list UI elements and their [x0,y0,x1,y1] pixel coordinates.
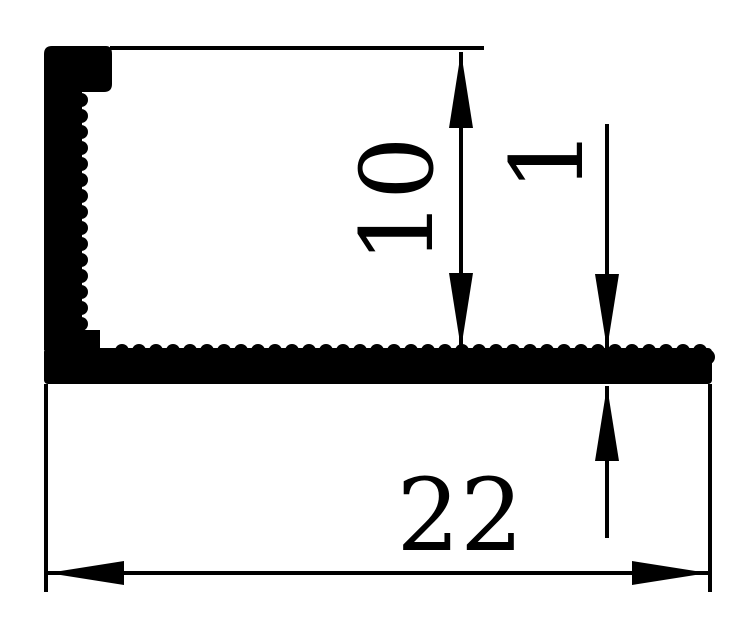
serration-bump [234,344,248,358]
serration-bump [74,285,88,299]
serration-bump [74,157,88,171]
serration-bump [74,221,88,235]
inner-corner [80,330,100,352]
serration-bump [676,344,690,358]
height-arrow-top [449,52,473,128]
serration-bump [421,344,435,358]
serration-bump [217,344,231,358]
serration-bump [74,109,88,123]
serration-bump [319,344,333,358]
height-arrow-bottom [449,273,473,349]
serration-bump [74,317,88,331]
width-label: 22 [396,457,523,574]
serration-bump [523,344,537,358]
serration-bump [608,344,622,358]
serration-bump [642,344,656,358]
thickness-arrow-top [595,274,619,349]
serration-bump [251,344,265,358]
serration-bump [74,205,88,219]
serration-bump [74,237,88,251]
serration-bump [149,344,163,358]
serration-bump [336,344,350,358]
width-arrow-left [48,561,124,585]
serration-bump [74,125,88,139]
serration-bump [74,189,88,203]
serration-bump [438,344,452,358]
serration-bump [74,93,88,107]
serration-bump [353,344,367,358]
thickness-arrow-bottom [595,386,619,461]
height-label: 10 [339,136,456,263]
serration-bump [166,344,180,358]
thickness-label: 1 [489,128,606,192]
serration-bump [574,344,588,358]
serration-bump [74,141,88,155]
serration-bump [132,344,146,358]
serration-bump [489,344,503,358]
serration-bump [74,269,88,283]
serration-bump [74,253,88,267]
serration-bump [115,344,129,358]
serration-bump [268,344,282,358]
serration-bump [404,344,418,358]
serration-bump [200,344,214,358]
serration-bump [285,344,299,358]
serration-bump [183,344,197,358]
serration-bump [591,344,605,358]
serration-bump [370,344,384,358]
serration-bump [693,344,707,358]
serration-bump [557,344,571,358]
serration-bump [625,344,639,358]
serration-bump [659,344,673,358]
width-arrow-right [632,561,708,585]
serration-bump [455,344,469,358]
serration-bump [472,344,486,358]
serration-bump [74,173,88,187]
vertical-serrations [74,93,88,331]
serration-bump [506,344,520,358]
serration-bump [387,344,401,358]
serration-bump [540,344,554,358]
horizontal-serrations [115,344,707,358]
serration-bump [302,344,316,358]
serration-bump [74,301,88,315]
